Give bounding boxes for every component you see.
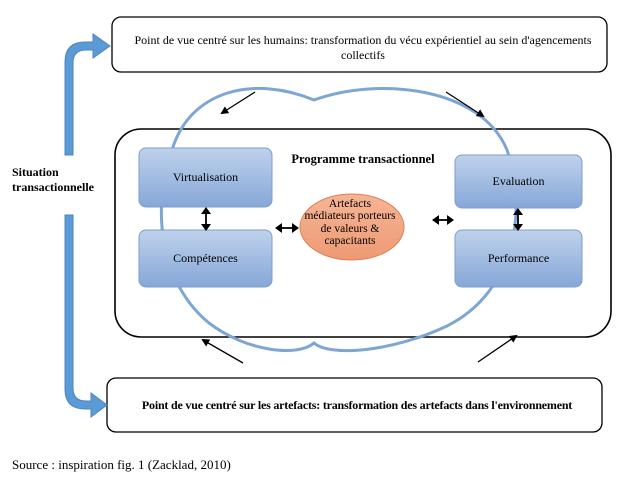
box-evaluation xyxy=(454,154,583,209)
center-oval-text: Artefacts médiateurs porteurs de valeurs… xyxy=(304,198,396,247)
side-label: Situation transactionnelle xyxy=(12,165,112,195)
box-competences-label: Compétences xyxy=(173,251,238,265)
arrow-top-left xyxy=(220,91,256,115)
arrow-top-right xyxy=(445,91,485,118)
arrow-bottom-right xyxy=(477,334,518,363)
top-box-text: Point de vue centré sur les humains: tra… xyxy=(134,33,592,62)
side-label-line1: Situation xyxy=(12,165,59,179)
side-label-line2: transactionnelle xyxy=(12,180,94,194)
box-performance-label: Performance xyxy=(487,251,550,265)
box-virtualisation xyxy=(138,147,273,208)
double-arrow-right-horizontal xyxy=(432,215,454,225)
box-virtualisation-label: Virtualisation xyxy=(172,170,239,184)
side-arrow-down xyxy=(64,214,108,418)
top-box xyxy=(111,16,608,73)
arrow-bottom-left xyxy=(201,339,244,364)
double-arrow-right-vertical xyxy=(513,208,523,231)
double-arrow-left-vertical xyxy=(201,207,211,231)
box-evaluation-label: Evaluation xyxy=(492,174,545,188)
program-title: Programme transactionnel xyxy=(291,152,435,166)
double-arrow-left-horizontal xyxy=(275,223,299,233)
source-caption: Source : inspiration fig. 1 (Zacklad, 20… xyxy=(12,457,231,472)
center-oval xyxy=(299,193,405,261)
side-arrow-up xyxy=(64,33,111,156)
bottom-box-text: Point de vue centré sur les artefacts: t… xyxy=(141,398,573,412)
